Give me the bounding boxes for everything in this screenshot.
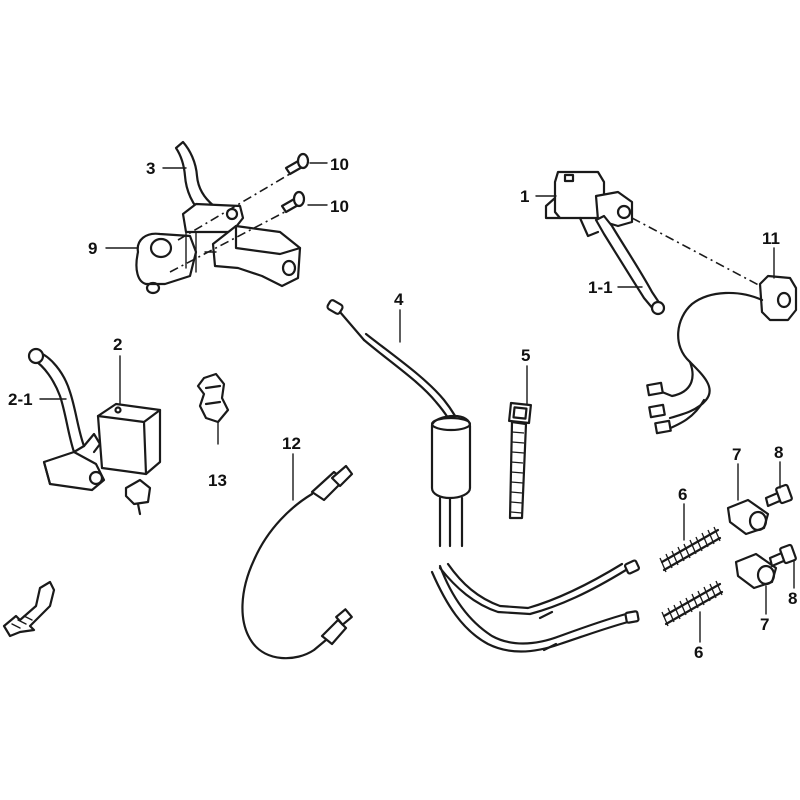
callout-1-1: 1-1 bbox=[588, 278, 613, 297]
callout-2: 2 bbox=[113, 335, 122, 354]
bolt-upper bbox=[764, 483, 793, 508]
direction-arrow-icon bbox=[2, 580, 56, 638]
callout-1: 1 bbox=[520, 187, 529, 206]
callout-4: 4 bbox=[394, 290, 404, 309]
callout-labels: 3 10 10 9 1 1-1 11 2 2-1 13 4 5 12 6 7 8… bbox=[8, 155, 797, 662]
switch-harness bbox=[668, 291, 764, 420]
brake-cables bbox=[430, 559, 640, 653]
cable-tie bbox=[508, 401, 532, 520]
callout-8-upper: 8 bbox=[774, 443, 783, 462]
left-lever bbox=[32, 350, 86, 454]
cable-sleeve bbox=[430, 414, 472, 500]
left-lever-assembly bbox=[27, 347, 162, 516]
leader-lines bbox=[39, 162, 795, 643]
callout-8-lower: 8 bbox=[788, 589, 797, 608]
callout-10-lower: 10 bbox=[330, 197, 349, 216]
screw-lower bbox=[280, 190, 306, 214]
callout-2-1: 2-1 bbox=[8, 390, 33, 409]
callout-13: 13 bbox=[208, 471, 227, 490]
throttle-housing-lower bbox=[211, 224, 302, 288]
collar-lower bbox=[734, 552, 778, 590]
left-switch-block bbox=[96, 402, 162, 476]
callout-10-upper: 10 bbox=[330, 155, 349, 174]
wire-harness bbox=[241, 464, 354, 660]
callout-6-upper: 6 bbox=[678, 485, 687, 504]
bolt-lower bbox=[768, 543, 797, 568]
callout-7-lower: 7 bbox=[760, 615, 769, 634]
throttle-lever-assembly bbox=[135, 140, 310, 295]
callout-7-upper: 7 bbox=[732, 445, 741, 464]
callout-5: 5 bbox=[521, 346, 530, 365]
collar-upper bbox=[726, 498, 770, 536]
callout-12: 12 bbox=[282, 434, 301, 453]
callout-11: 11 bbox=[762, 229, 780, 248]
throttle-cable bbox=[326, 299, 472, 548]
callout-9: 9 bbox=[88, 239, 97, 258]
cable-clip bbox=[196, 372, 230, 424]
brake-master-cylinder-assembly bbox=[544, 170, 769, 316]
return-spring-lower bbox=[661, 580, 724, 627]
callout-6-lower: 6 bbox=[694, 643, 703, 662]
brake-light-switch bbox=[646, 274, 798, 435]
return-spring-upper bbox=[659, 526, 722, 573]
screw-upper bbox=[284, 152, 310, 176]
callout-3: 3 bbox=[146, 159, 155, 178]
